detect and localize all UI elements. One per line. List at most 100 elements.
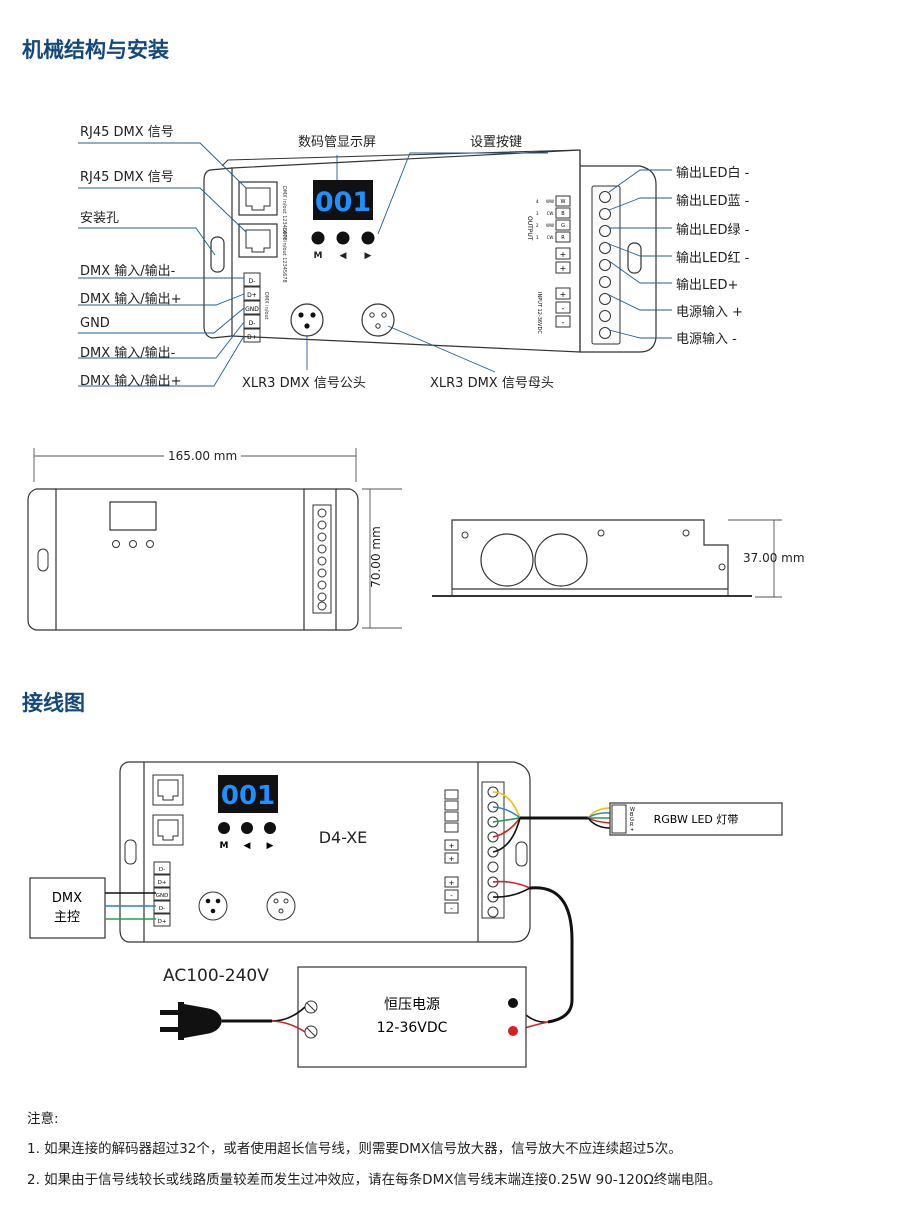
strip-label: RGBW LED 灯带: [654, 813, 739, 826]
svg-text:-: -: [450, 892, 453, 900]
label-xlr-female: XLR3 DMX 信号母头: [430, 376, 554, 391]
svg-text:3: 3: [536, 211, 539, 216]
dmx-terminal-block: D- D+ GND D- D+: [243, 272, 261, 343]
display-digits: 001: [315, 187, 371, 218]
svg-text:+: +: [630, 827, 634, 833]
svg-text:+: +: [449, 879, 455, 887]
svg-text:◀: ◀: [244, 841, 251, 851]
xlr-female-connector: [361, 303, 395, 337]
label-setting-keys: 设置按键: [470, 135, 523, 150]
side-view-drawing: [432, 519, 752, 597]
svg-text:R: R: [561, 235, 565, 241]
svg-text:DMX in/out 12345678: DMX in/out 12345678: [281, 228, 287, 283]
label-rj45-2: RJ45 DMX 信号: [80, 170, 174, 185]
label-out-red: 输出LED红 -: [676, 251, 750, 266]
dimension-width: 165.00 mm: [164, 449, 242, 463]
rj45-port-1: [238, 181, 278, 216]
mount-hole-right: [627, 242, 642, 274]
label-display: 数码管显示屏: [298, 135, 377, 150]
leader-lines-right: [608, 169, 672, 339]
svg-text:+: +: [560, 264, 567, 273]
leader-lines-bottom: [306, 325, 496, 373]
svg-text:GND: GND: [156, 893, 169, 899]
svg-text:2: 2: [536, 223, 539, 228]
svg-text:-: -: [562, 304, 565, 313]
wiring-display-digits: 001: [221, 781, 275, 811]
display-screen: [313, 180, 373, 220]
model-name: D4-XE: [319, 828, 368, 847]
note-item-1: 1. 如果连接的解码器超过32个，或者使用超长信号线，则需要DMX信号放大器，信…: [27, 1141, 682, 1157]
label-out-blue: 输出LED蓝 -: [676, 194, 750, 209]
button-label-right: ▶: [365, 251, 372, 261]
svg-text:DMX in/out: DMX in/out: [263, 292, 269, 320]
dimension-depth: 37.00 mm: [743, 551, 805, 565]
svg-text:D-: D-: [249, 278, 256, 285]
svg-text:D+: D+: [158, 919, 167, 925]
button-label-m: M: [314, 251, 323, 261]
button-m: [311, 231, 325, 245]
label-power-minus: 电源输入 -: [676, 332, 737, 347]
output-terminal-screws: [599, 191, 611, 339]
leader-lines-top: [336, 152, 548, 235]
svg-text:▶: ▶: [267, 841, 274, 851]
label-dmx-plus-2: DMX 输入/输出+: [80, 374, 182, 389]
top-view-drawing: [27, 488, 359, 631]
label-xlr-male: XLR3 DMX 信号公头: [242, 376, 366, 391]
svg-text:D+: D+: [247, 334, 257, 341]
svg-text:-: -: [450, 905, 453, 913]
svg-text:D+: D+: [247, 292, 257, 299]
notes-title: 注意:: [27, 1111, 59, 1127]
ac-plug-icon: [160, 1002, 222, 1040]
mount-hole-left: [210, 236, 225, 273]
label-gnd: GND: [80, 316, 110, 331]
label-dmx-minus-1: DMX 输入/输出-: [80, 264, 176, 279]
power-supply-box: [297, 966, 527, 1068]
label-out-green: 输出LED绿 -: [676, 223, 750, 238]
svg-text:WW: WW: [546, 199, 554, 204]
svg-text:+: +: [560, 290, 567, 299]
svg-text:M: M: [220, 841, 229, 851]
label-rj45-1: RJ45 DMX 信号: [80, 125, 174, 140]
io-marking-block: OUTPUT W B G R WW CW WW CW 4 3 2 1 + + +…: [526, 195, 571, 334]
controller-line-1: DMX: [52, 891, 82, 906]
svg-text:G: G: [630, 817, 634, 823]
svg-text:D+: D+: [158, 880, 167, 886]
button-left: [336, 231, 350, 245]
label-dmx-minus-2: DMX 输入/输出-: [80, 346, 176, 361]
controller-line-2: 主控: [54, 910, 80, 925]
svg-text:D-: D-: [159, 867, 165, 873]
section-title-structure: 机械结构与安装: [22, 38, 169, 62]
svg-text:B: B: [561, 211, 565, 217]
psu-line-1: 恒压电源: [384, 997, 440, 1013]
svg-text:INPUT 12-36VDC: INPUT 12-36VDC: [536, 292, 542, 334]
svg-text:WW: WW: [546, 223, 554, 228]
svg-text:1: 1: [536, 235, 539, 240]
rj45-port-2: [238, 223, 278, 258]
leader-lines-left: [78, 142, 247, 387]
label-power-plus: 电源输入 +: [676, 305, 744, 320]
rgbw-led-strip: [609, 802, 783, 836]
svg-text:OUTPUT: OUTPUT: [526, 216, 533, 241]
button-right: [361, 231, 375, 245]
label-dmx-plus-1: DMX 输入/输出+: [80, 292, 182, 307]
label-out-plus: 输出LED+: [676, 278, 739, 293]
section-title-wiring: 接线图: [22, 691, 85, 715]
svg-text:CW: CW: [547, 235, 554, 240]
svg-text:R: R: [630, 822, 634, 828]
svg-text:CW: CW: [547, 211, 554, 216]
svg-text:D-: D-: [249, 320, 256, 327]
svg-text:+: +: [449, 855, 455, 863]
dmx-controller-box: [29, 877, 106, 939]
psu-line-2: 12-36VDC: [377, 1020, 448, 1036]
svg-text:W: W: [630, 807, 635, 813]
svg-text:G: G: [561, 223, 565, 229]
svg-text:GND: GND: [245, 306, 259, 313]
svg-text:D-: D-: [159, 906, 165, 912]
button-label-left: ◀: [340, 251, 347, 261]
label-out-white: 输出LED白 -: [676, 166, 750, 181]
svg-text:-: -: [562, 318, 565, 327]
svg-text:4: 4: [536, 199, 539, 204]
svg-text:B: B: [630, 812, 634, 818]
